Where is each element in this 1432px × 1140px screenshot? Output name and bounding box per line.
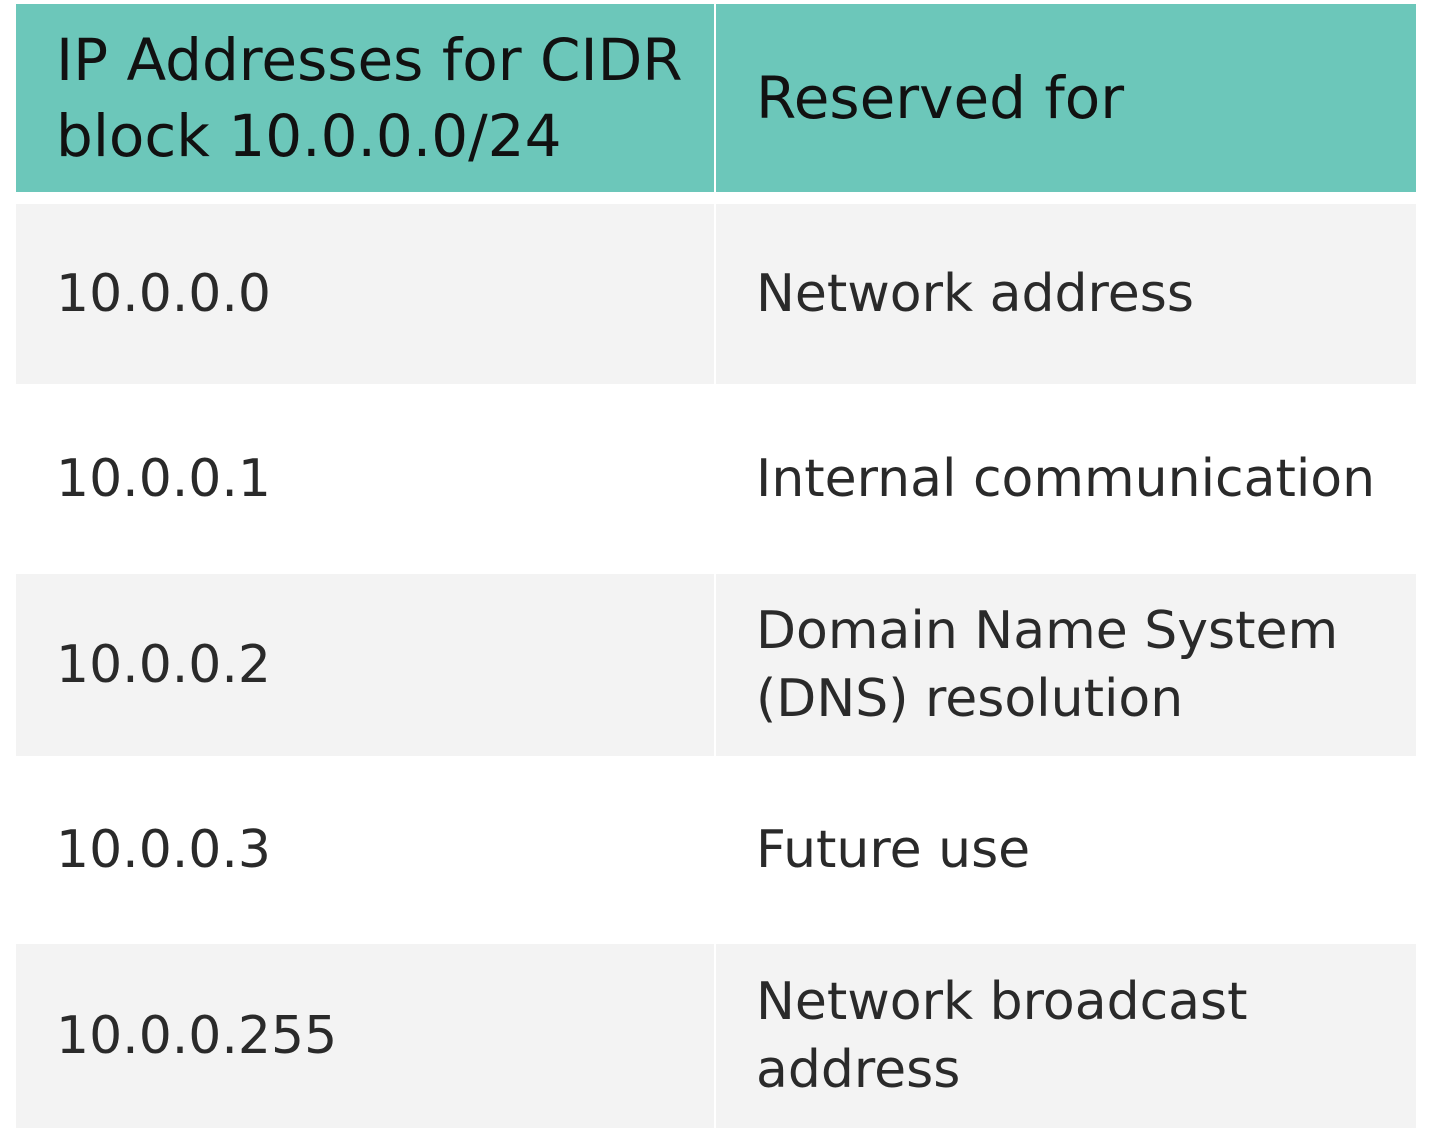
header-reserved-for-label: Reserved for	[756, 64, 1125, 132]
reserved-value: Domain Name System (DNS) resolution	[756, 601, 1339, 729]
header-reserved-for: Reserved for	[716, 4, 1416, 192]
reserved-value: Future use	[756, 820, 1031, 880]
table-row: 10.0.0.2 Domain Name System (DNS) resolu…	[16, 574, 1416, 756]
ip-cell: 10.0.0.2	[16, 574, 714, 756]
reserved-value: Network broadcast address	[756, 972, 1248, 1100]
reserved-cell: Internal communication	[716, 384, 1416, 574]
ip-value: 10.0.0.0	[56, 264, 272, 324]
reserved-value: Internal communication	[756, 449, 1376, 509]
header-ip-addresses: IP Addresses for CIDR block 10.0.0.0/24	[16, 4, 714, 192]
ip-value: 10.0.0.1	[56, 449, 272, 509]
ip-value: 10.0.0.3	[56, 820, 272, 880]
ip-cell: 10.0.0.0	[16, 204, 714, 384]
reserved-cell: Network broadcast address	[716, 944, 1416, 1128]
ip-value: 10.0.0.255	[56, 1006, 338, 1066]
reserved-value: Network address	[756, 264, 1194, 324]
table-body: 10.0.0.0 Network address 10.0.0.1 Intern…	[16, 204, 1416, 1128]
reserved-cell: Network address	[716, 204, 1416, 384]
ip-cell: 10.0.0.1	[16, 384, 714, 574]
header-ip-addresses-label: IP Addresses for CIDR block 10.0.0.0/24	[56, 26, 683, 170]
table-row: 10.0.0.1 Internal communication	[16, 384, 1416, 574]
table-header-row: IP Addresses for CIDR block 10.0.0.0/24 …	[16, 4, 1416, 192]
table-row: 10.0.0.3 Future use	[16, 756, 1416, 944]
ip-value: 10.0.0.2	[56, 635, 272, 695]
table-row: 10.0.0.255 Network broadcast address	[16, 944, 1416, 1128]
ip-cell: 10.0.0.255	[16, 944, 714, 1128]
reserved-cell: Future use	[716, 756, 1416, 944]
table-row: 10.0.0.0 Network address	[16, 204, 1416, 384]
reserved-cell: Domain Name System (DNS) resolution	[716, 574, 1416, 756]
reserved-ip-table: IP Addresses for CIDR block 10.0.0.0/24 …	[16, 4, 1416, 1128]
ip-cell: 10.0.0.3	[16, 756, 714, 944]
